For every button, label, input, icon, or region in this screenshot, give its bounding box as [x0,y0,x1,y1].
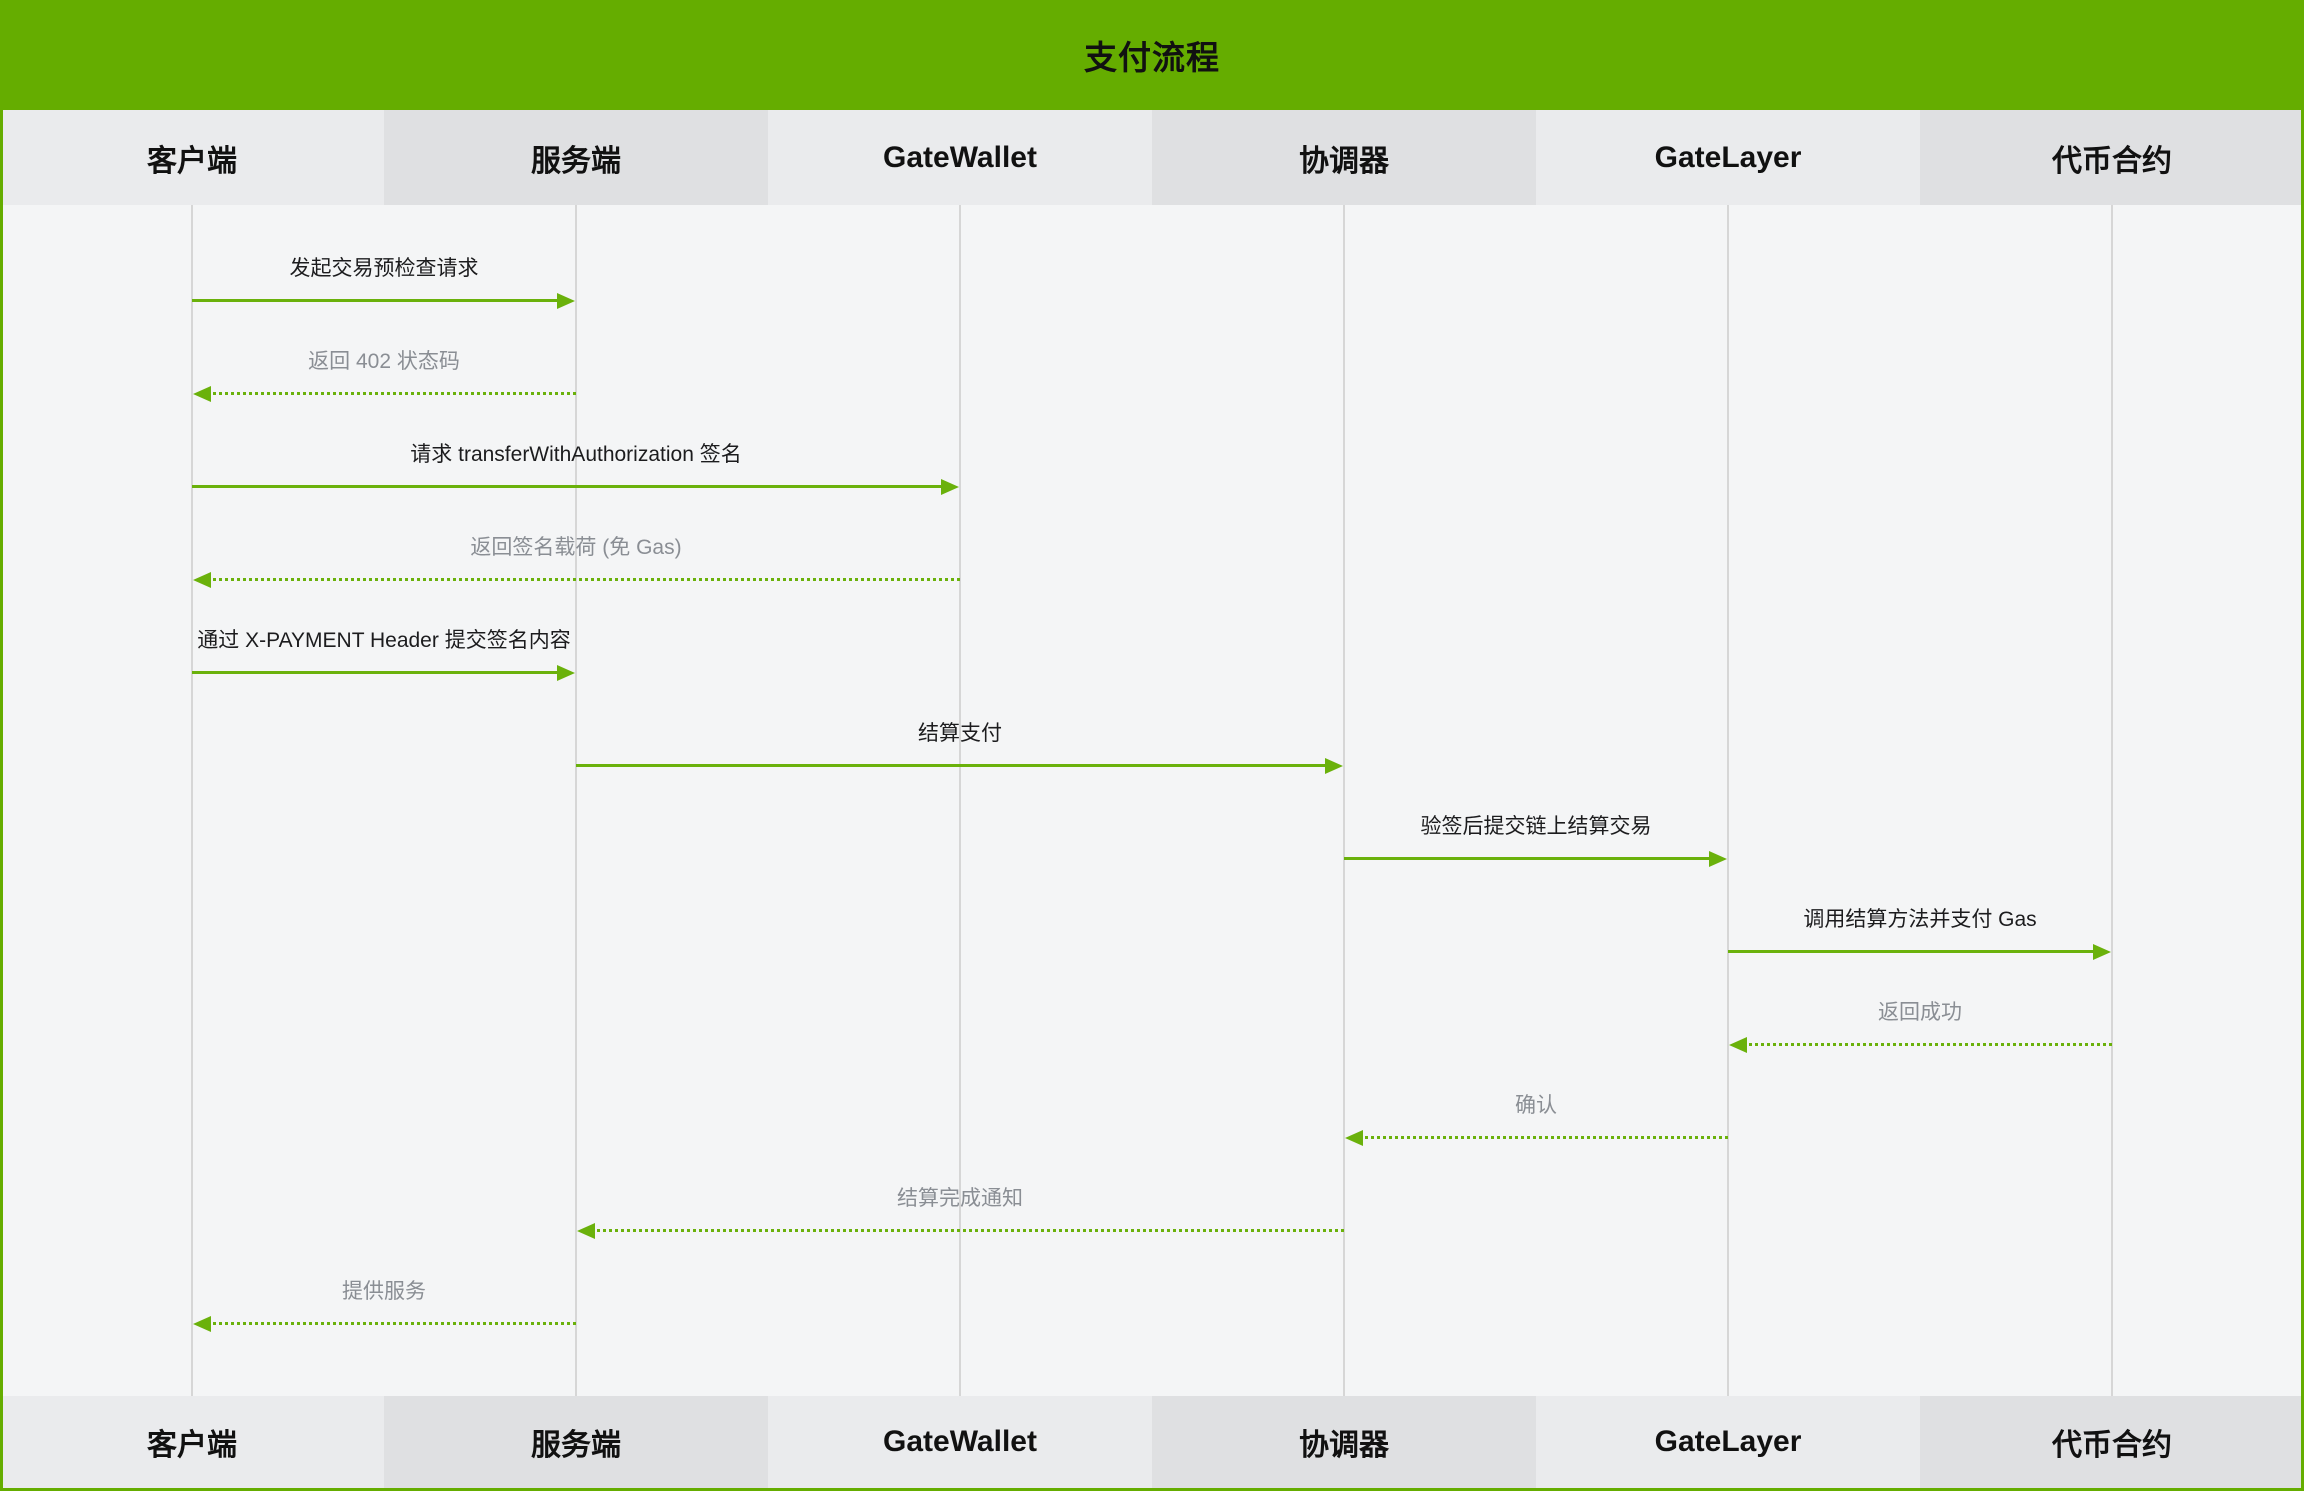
lifeline-2 [959,205,961,1396]
participant-label: GateWallet [883,140,1037,174]
participant-label: 客户端 [147,144,237,178]
message-label: 确认 [1515,1094,1557,1117]
message-line-dashed [208,1322,576,1325]
arrowhead-icon [1325,758,1343,774]
participant-label: 客户端 [147,1429,237,1462]
arrowhead-icon [577,1223,595,1239]
participant-footer-5: 代币合约 [1920,1396,2304,1488]
participant-header-5: 代币合约 [1920,110,2304,205]
message-label: 结算完成通知 [897,1187,1023,1210]
message-line-solid [1728,950,2096,953]
message-line-dashed [208,578,960,581]
arrowhead-icon [2093,944,2111,960]
message-line-dashed [1360,1136,1728,1139]
message-line-dashed [1744,1043,2112,1046]
arrowhead-icon [557,665,575,681]
participant-label: GateWallet [883,1425,1037,1458]
arrowhead-icon [941,479,959,495]
message-label: 调用结算方法并支付 Gas [1803,908,2037,931]
diagram-title: 支付流程 [1084,39,1220,76]
participant-label: GateLayer [1654,1425,1802,1458]
participant-label: 代币合约 [2052,144,2172,178]
message-line-dashed [208,392,576,395]
message-line-solid [192,485,944,488]
participants-header-row: 客户端 服务端 GateWallet 协调器 GateLayer 代币合约 [0,110,2304,205]
message-line-solid [192,671,560,674]
participant-label: 服务端 [531,144,621,178]
diagram-title-bar: 支付流程 [0,0,2304,110]
message-label: 发起交易预检查请求 [289,257,479,280]
arrowhead-icon [1345,1130,1363,1146]
participant-header-2: GateWallet [768,110,1152,205]
lifeline-4 [1727,205,1729,1396]
participant-footer-0: 客户端 [0,1396,384,1488]
message-label: 提供服务 [342,1280,426,1303]
participant-header-4: GateLayer [1536,110,1920,205]
message-line-dashed [592,1229,1344,1232]
lifeline-3 [1343,205,1345,1396]
participant-footer-2: GateWallet [768,1396,1152,1488]
message-label: 通过 X-PAYMENT Header 提交签名内容 [197,629,571,652]
participant-label: 服务端 [531,1429,621,1462]
arrowhead-icon [557,293,575,309]
participant-footer-1: 服务端 [384,1396,768,1488]
participant-label: 代币合约 [2052,1429,2172,1462]
lifeline-1 [575,205,577,1396]
participant-label: 协调器 [1299,144,1389,178]
message-label: 返回成功 [1878,1001,1962,1024]
participant-header-3: 协调器 [1152,110,1536,205]
participant-label: 协调器 [1299,1429,1389,1462]
arrowhead-icon [1709,851,1727,867]
lifeline-0 [191,205,193,1396]
participant-header-0: 客户端 [0,110,384,205]
arrowhead-icon [1729,1037,1747,1053]
participant-header-1: 服务端 [384,110,768,205]
arrowhead-icon [193,572,211,588]
message-label: 返回 402 状态码 [308,350,460,373]
message-label: 请求 transferWithAuthorization 签名 [410,443,742,466]
participant-label: GateLayer [1654,140,1802,174]
message-line-solid [576,764,1328,767]
arrowhead-icon [193,1316,211,1332]
message-line-solid [1344,857,1712,860]
participant-footer-4: GateLayer [1536,1396,1920,1488]
lifeline-5 [2111,205,2113,1396]
message-label: 验签后提交链上结算交易 [1420,815,1652,838]
participant-footer-3: 协调器 [1152,1396,1536,1488]
message-label: 结算支付 [918,722,1002,745]
message-line-solid [192,299,560,302]
participants-footer-row: 客户端 服务端 GateWallet 协调器 GateLayer 代币合约 [0,1396,2304,1488]
message-label: 返回签名载荷 (免 Gas) [470,536,682,559]
arrowhead-icon [193,386,211,402]
